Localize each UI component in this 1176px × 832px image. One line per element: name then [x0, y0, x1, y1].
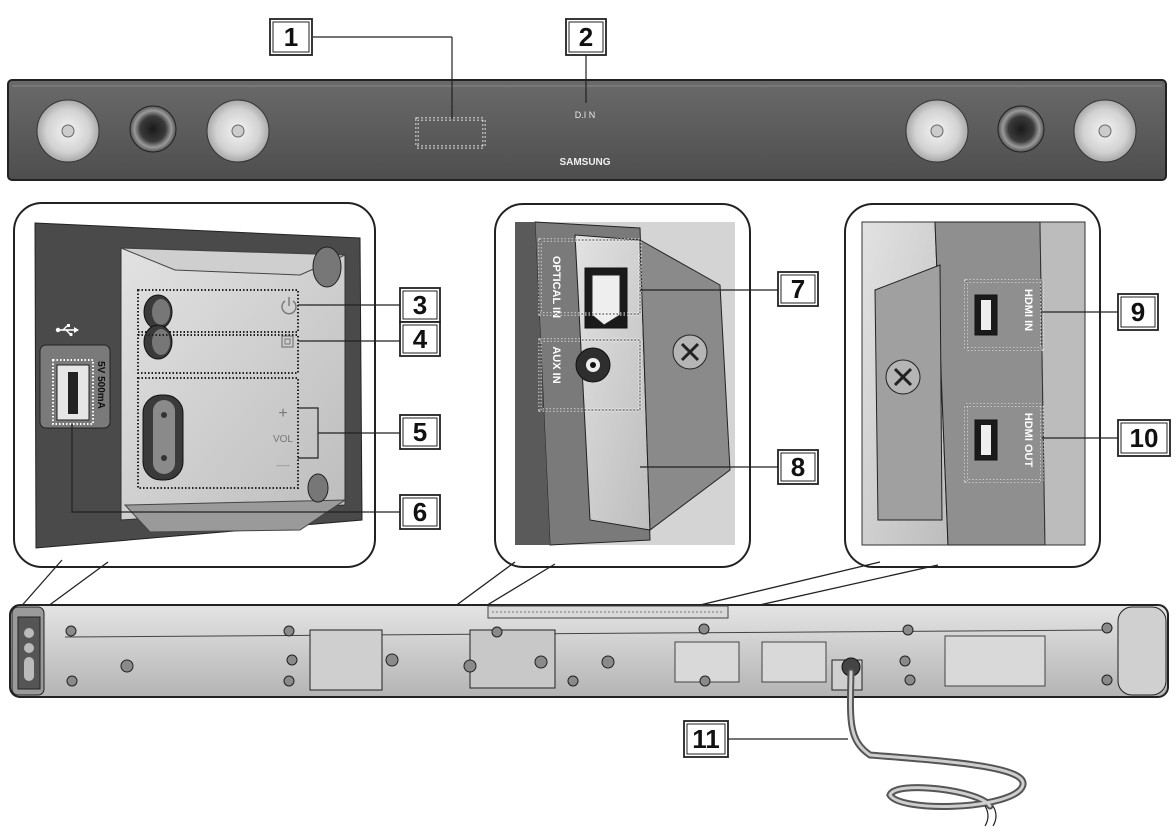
power-button-highlight	[137, 289, 299, 333]
side-panel-detail: 5V 500mA + VOL	[13, 202, 376, 568]
hdmi-detail: HDMI IN HDMI OUT	[844, 203, 1101, 568]
power-icon	[281, 297, 297, 315]
callout-number-3: 3	[413, 290, 427, 320]
tweeter-right	[997, 105, 1045, 153]
front-soundbar: D.I N SAMSUNG	[7, 79, 1167, 181]
callout-11: 11	[683, 720, 729, 758]
callout-10: 10	[1117, 419, 1171, 457]
callout-labels: 1 2 3 4 5 6 7 8 9 10 11	[269, 18, 1171, 758]
callout-number-6: 6	[413, 497, 427, 527]
callout-7: 7	[777, 271, 819, 307]
usb-port-highlight	[52, 359, 94, 425]
callout-1: 1	[269, 18, 313, 56]
callout-number-4: 4	[413, 324, 428, 354]
optical-aux-detail: OPTICAL IN AUX IN	[494, 203, 751, 568]
callout-number-8: 8	[791, 452, 805, 482]
hdmi-out-label: HDMI OUT	[1022, 413, 1034, 468]
vol-label-text: VOL	[273, 434, 293, 445]
callout-number-9: 9	[1131, 297, 1145, 327]
callout-number-11: 11	[692, 724, 720, 754]
vol-plus-text: +	[278, 405, 287, 422]
callout-5: 5	[399, 414, 441, 450]
callout-6: 6	[399, 494, 441, 530]
callout-number-7: 7	[791, 274, 805, 304]
tweeter-left	[129, 105, 177, 153]
hdmi-in-label: HDMI IN	[1022, 289, 1034, 331]
function-button-highlight	[137, 334, 299, 374]
volume-highlight	[137, 377, 299, 489]
rear-soundbar	[9, 604, 1169, 827]
din-indicator-text: D.I N	[575, 110, 596, 120]
usb-rating-text: 5V 500mA	[95, 361, 106, 409]
function-icon	[281, 335, 294, 348]
callout-number-5: 5	[413, 417, 427, 447]
callout-number-2: 2	[579, 22, 593, 52]
callout-4: 4	[399, 321, 441, 357]
vol-minus-text: -----	[276, 461, 290, 470]
aux-in-label: AUX IN	[550, 346, 562, 383]
callout-3: 3	[399, 287, 441, 323]
usb-icon	[55, 324, 79, 337]
brand-logo-text: SAMSUNG	[559, 157, 610, 168]
callout-8: 8	[777, 449, 819, 485]
callout-2: 2	[565, 18, 607, 56]
callout-9: 9	[1117, 293, 1159, 331]
callout-number-1: 1	[284, 22, 298, 52]
optical-in-label: OPTICAL IN	[550, 256, 562, 318]
callout-number-10: 10	[1130, 423, 1159, 453]
